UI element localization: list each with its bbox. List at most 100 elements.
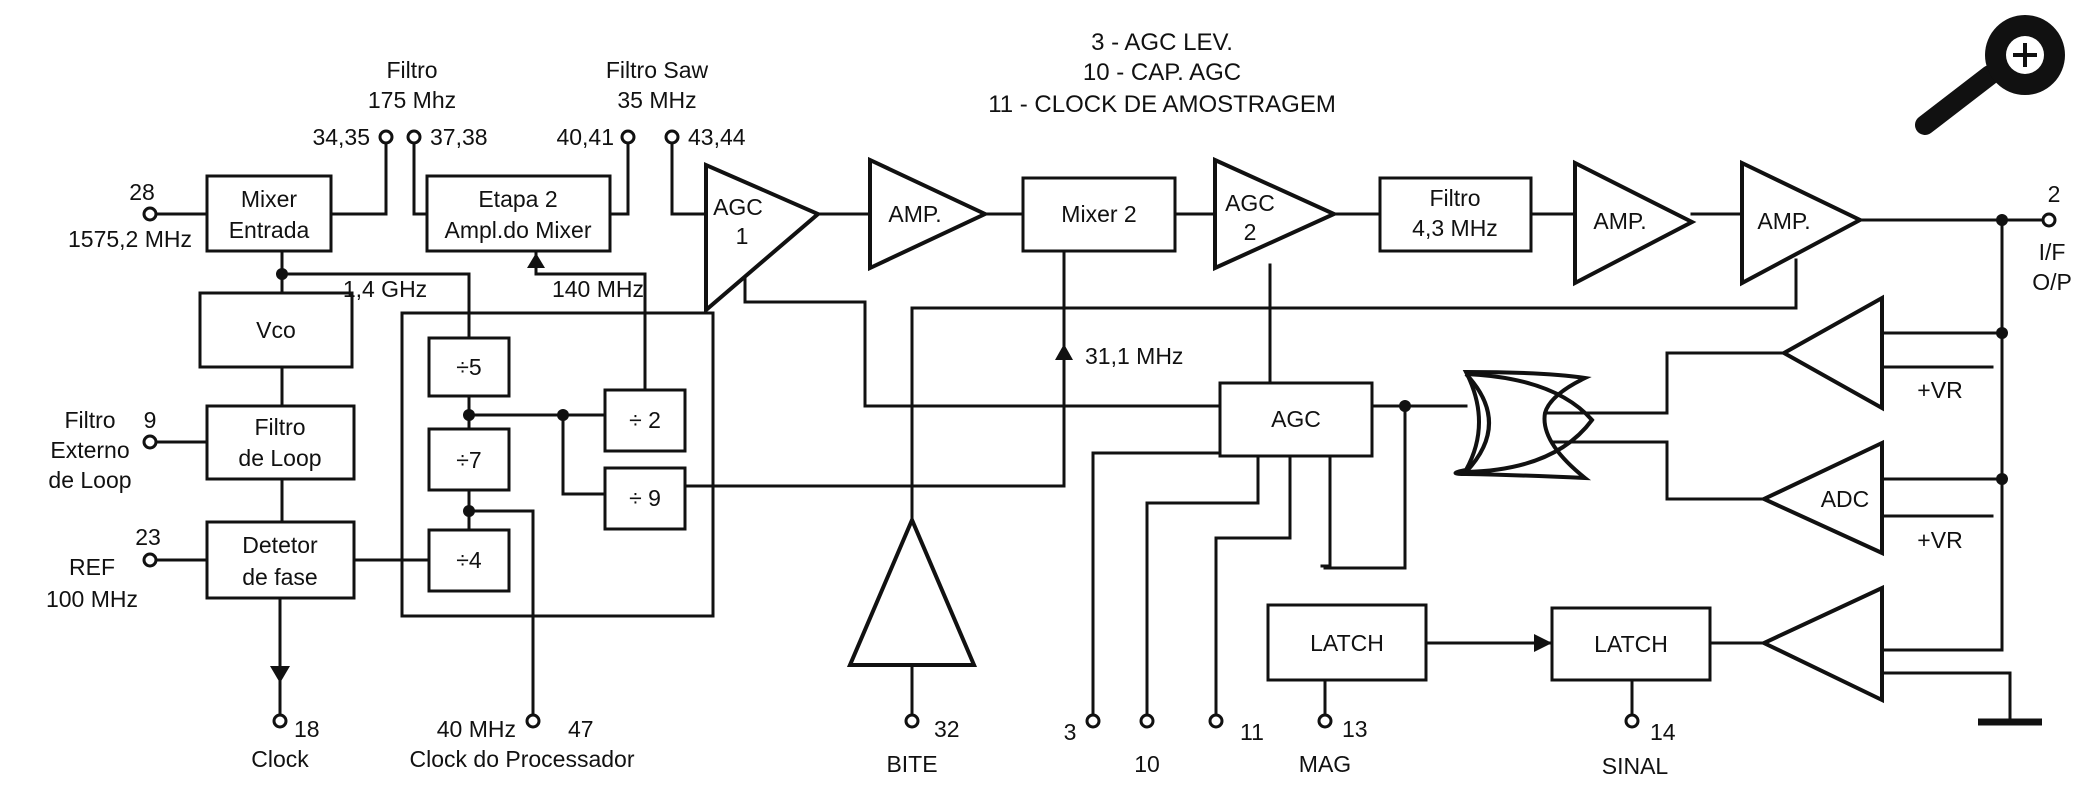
if-op-line1: I/F — [2039, 239, 2066, 265]
mag-label: MAG — [1299, 751, 1351, 777]
latch2-block: LATCH — [1550, 606, 1712, 682]
freq-14ghz-label: 1,4 GHz — [343, 276, 427, 302]
filtro-saw-line2: 35 MHz — [617, 87, 696, 113]
pins — [142, 129, 2057, 729]
filtro43-block: Filtro 4,3 MHz — [1378, 176, 1533, 253]
clock-proc-freq: 40 MHz — [437, 716, 516, 742]
bite-buffer — [846, 514, 978, 667]
div9-block: ÷ 9 — [603, 466, 687, 531]
vr1-label: +VR — [1917, 377, 1962, 403]
amp2-amplifier: AMP. — [1573, 159, 1697, 287]
amp2-label: AMP. — [1593, 208, 1646, 234]
clock-proc-label: Clock do Processador — [410, 746, 635, 772]
wires — [153, 141, 2045, 726]
pin-11-label: 11 — [1240, 719, 1264, 745]
filtro43-line2: 4,3 MHz — [1412, 215, 1498, 241]
pin-28-label: 28 — [129, 179, 155, 205]
etapa2-line1: Etapa 2 — [478, 186, 557, 212]
detetor-line1: Detetor — [242, 532, 318, 558]
pins-40-41: 40,41 — [556, 124, 614, 150]
filtro-ext-line1: Filtro — [64, 407, 115, 433]
agc1-line2: 1 — [736, 223, 749, 249]
detetor-line2: de fase — [242, 564, 317, 590]
pin-18-label: 18 — [294, 716, 320, 742]
mixer-entrada-line2: Entrada — [229, 217, 310, 243]
mixer2-block: Mixer 2 — [1021, 176, 1177, 253]
filtro-ext-line2: Externo — [50, 437, 129, 463]
pin-10-label: 10 — [1134, 751, 1160, 777]
adc-converter: ADC — [1759, 439, 1884, 557]
agc2-line2: 2 — [1244, 219, 1257, 245]
div7-block: ÷7 — [427, 427, 511, 492]
filtro175-line2: 175 Mhz — [368, 87, 456, 113]
filtro-ext-line3: de Loop — [48, 467, 131, 493]
note-cap-agc: 10 - CAP. AGC — [1083, 59, 1241, 86]
amp3-amplifier: AMP. — [1740, 159, 1865, 287]
labels: Filtro 175 Mhz Filtro Saw 35 MHz 34,35 3… — [46, 57, 2072, 779]
div5-block: ÷5 — [427, 336, 511, 398]
div5-label: ÷5 — [456, 354, 481, 380]
amp1-label: AMP. — [888, 201, 941, 227]
filtro175-line1: Filtro — [386, 57, 437, 83]
signal-arrows — [270, 253, 1552, 683]
pin-32-label: 32 — [934, 716, 960, 742]
ref-line1: REF — [69, 554, 115, 580]
filtro-loop-line2: de Loop — [238, 445, 321, 471]
ref-line2: 100 MHz — [46, 586, 138, 612]
div2-label: ÷ 2 — [629, 407, 661, 433]
freq-1575-label: 1575,2 MHz — [68, 226, 192, 252]
filtro-loop-line1: Filtro — [254, 414, 305, 440]
bite-label: BITE — [886, 751, 937, 777]
divider-frame — [400, 311, 715, 618]
pins-37-38: 37,38 — [430, 124, 488, 150]
note-agc-lev: 3 - AGC LEV. — [1091, 29, 1233, 56]
filtro43-line1: Filtro — [1429, 185, 1480, 211]
div9-label: ÷ 9 — [629, 485, 661, 511]
adc-label: ADC — [1821, 486, 1870, 512]
vr2-label: +VR — [1917, 527, 1962, 553]
if-op-line2: O/P — [2032, 269, 2072, 295]
latch1-label: LATCH — [1310, 630, 1384, 656]
agc2-line1: AGC — [1225, 190, 1275, 216]
pin-3-label: 3 — [1064, 719, 1077, 745]
latch2-label: LATCH — [1594, 631, 1668, 657]
pin-47-label: 47 — [568, 716, 594, 742]
mixer2-label: Mixer 2 — [1061, 201, 1136, 227]
comparator-1 — [1779, 294, 1884, 412]
pins-43-44: 43,44 — [688, 124, 746, 150]
or-gate — [1453, 369, 1595, 481]
agc1-line1: AGC — [713, 194, 763, 220]
div2-block: ÷ 2 — [603, 388, 687, 453]
agc-control-block: AGC — [1218, 381, 1374, 458]
clock-label: Clock — [251, 746, 309, 772]
pin-2-label: 2 — [2048, 181, 2061, 207]
pin-23-label: 23 — [135, 524, 161, 550]
div4-block: ÷4 — [427, 528, 511, 593]
pins-34-35: 34,35 — [312, 124, 370, 150]
div4-label: ÷4 — [456, 547, 482, 573]
pin-9-label: 9 — [144, 407, 157, 433]
latch1-block: LATCH — [1266, 603, 1428, 682]
amp3-label: AMP. — [1757, 208, 1810, 234]
vco-label: Vco — [256, 317, 296, 343]
etapa2-line2: Ampl.do Mixer — [445, 217, 592, 243]
pin-13-label: 13 — [1342, 716, 1368, 742]
etapa2-block: Etapa 2 Ampl.do Mixer — [425, 174, 612, 253]
junction-dots — [276, 214, 2008, 517]
zoom-in-magnifier-icon[interactable] — [1915, 15, 2065, 135]
note-clock-amostragem: 11 - CLOCK DE AMOSTRAGEM — [988, 91, 1336, 118]
comparator-3 — [1759, 584, 1884, 704]
filtro-loop-block: Filtro de Loop — [205, 404, 356, 481]
div7-label: ÷7 — [456, 447, 481, 473]
agc1-amplifier: AGC 1 — [704, 161, 822, 315]
freq-311mhz-label: 31,1 MHz — [1085, 343, 1183, 369]
amp1-amplifier: AMP. — [868, 156, 990, 272]
agc-block-label: AGC — [1271, 406, 1321, 432]
detetor-fase-block: Detetor de fase — [205, 520, 356, 600]
mixer-entrada-block: Mixer Entrada — [205, 174, 333, 253]
vco-block: Vco — [198, 291, 354, 369]
freq-140mhz-label: 140 MHz — [552, 276, 644, 302]
pin-14-label: 14 — [1650, 719, 1676, 745]
sinal-label: SINAL — [1602, 753, 1669, 779]
